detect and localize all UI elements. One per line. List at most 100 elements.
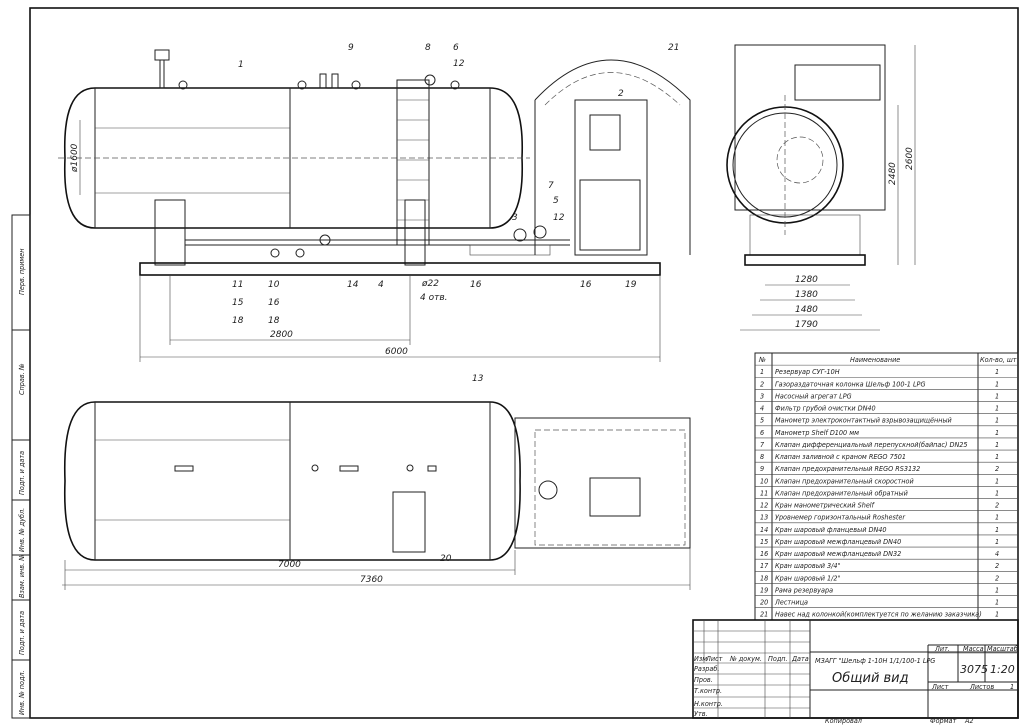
- cell-num: 17: [760, 561, 769, 570]
- base-frame: [139, 262, 661, 276]
- dim-2600: 2600: [905, 147, 915, 170]
- callout: 7: [548, 181, 554, 191]
- cell-num: 5: [760, 416, 764, 425]
- callout: 16: [470, 280, 482, 290]
- cell-name: Уровнемер горизонтальный Roshester: [775, 513, 905, 522]
- sheets-label: Листов: [969, 682, 994, 691]
- cell-num: 12: [760, 501, 768, 510]
- copied-label: Копировал: [825, 716, 862, 725]
- side-canopy: [734, 44, 886, 211]
- cell-name: Кран манометрический Shelf: [775, 501, 876, 510]
- cell-qty: 1: [995, 525, 999, 534]
- cell-num: 7: [760, 440, 765, 449]
- top-view: [63, 401, 691, 561]
- dim-6000: 6000: [385, 347, 408, 357]
- cell-num: 13: [760, 513, 768, 522]
- table-header-name: Наименование: [850, 355, 900, 364]
- dim-diameter: ø1600: [70, 143, 80, 173]
- callout: 8: [425, 43, 431, 53]
- cell-name: Лестница: [774, 598, 808, 607]
- cell-name: Клапан заливной с краном REGO 7501: [775, 452, 906, 461]
- cell-qty: 2: [995, 464, 999, 473]
- cell-num: 18: [760, 573, 768, 582]
- cell-num: 15: [760, 537, 768, 546]
- cell-name: Клапан дифференциальный перепускной(байп…: [775, 440, 968, 449]
- cell-qty: 4: [995, 549, 999, 558]
- cell-qty: 2: [995, 573, 999, 582]
- table-row: 14 Кран шаровый фланцевый DN40 1: [755, 522, 1018, 534]
- tank-top: [63, 401, 521, 561]
- cell-name: Манометр Shelf D100 мм: [775, 428, 859, 437]
- stamp-label: Подп. и дата: [17, 451, 26, 495]
- role-label: Пров.: [694, 675, 713, 684]
- cell-qty: 1: [995, 513, 999, 522]
- table-row: 6 Манометр Shelf D100 мм 1: [755, 425, 1018, 437]
- callout: 11: [232, 280, 243, 290]
- callout: 3: [512, 213, 518, 223]
- dim-1790: 1790: [795, 320, 818, 330]
- stamp-label: Инв. № дубл.: [17, 508, 26, 552]
- cell-num: 3: [760, 391, 764, 400]
- sheets-value: 1: [1010, 682, 1014, 691]
- cell-qty: 1: [995, 585, 999, 594]
- cell-name: Кран шаровый фланцевый DN40: [775, 525, 887, 534]
- col-izm: Изм: [694, 654, 707, 663]
- callout: 16: [268, 298, 280, 308]
- dim-2800: 2800: [270, 330, 293, 340]
- callout: 4: [378, 280, 384, 290]
- dim-1380: 1380: [795, 290, 818, 300]
- callout: 5: [553, 196, 559, 206]
- cell-num: 6: [760, 428, 764, 437]
- cell-name: Навес над колонкой(комплектуется по жела…: [775, 610, 982, 619]
- col-date: Дата: [791, 654, 809, 663]
- cell-qty: 1: [995, 404, 999, 413]
- callout: 19: [625, 280, 637, 290]
- dim-1280: 1280: [795, 275, 818, 285]
- callout: 12: [453, 59, 465, 69]
- callout: 12: [553, 213, 565, 223]
- ladder-top: [392, 491, 426, 553]
- table-header-qty: Кол-во, шт: [980, 355, 1017, 364]
- cell-qty: 2: [995, 561, 999, 570]
- cell-num: 20: [760, 598, 768, 607]
- cell-name: Фильтр грубой очистки DN40: [775, 404, 876, 413]
- callout: 14: [347, 280, 359, 290]
- cell-qty: 1: [995, 428, 999, 437]
- cell-name: Газораздаточная колонка Шельф 100-1 LPG: [775, 379, 925, 388]
- dim-hole: ø22: [421, 279, 439, 289]
- col-doc: № докум.: [729, 654, 762, 663]
- cell-num: 16: [760, 549, 768, 558]
- cell-qty: 1: [995, 391, 999, 400]
- cell-qty: 1: [995, 488, 999, 497]
- cell-num: 10: [760, 476, 768, 485]
- lit-label: Лит.: [934, 644, 950, 653]
- mass-label: Масса: [963, 644, 984, 653]
- cell-name: Клапан предохранительный скоростной: [775, 476, 914, 485]
- cell-name: Кран шаровый межфланцевый DN40: [775, 537, 901, 546]
- role-label: Н.контр.: [694, 699, 723, 708]
- dimensions: [62, 45, 916, 590]
- canopy: [534, 59, 691, 255]
- cell-qty: 1: [995, 379, 999, 388]
- side-view: [726, 44, 886, 266]
- stamp-label: Взам. инв. №: [17, 554, 26, 598]
- cell-qty: 2: [995, 501, 999, 510]
- cell-name: Кран шаровый 1/2": [775, 573, 840, 582]
- cell-num: 4: [760, 404, 764, 413]
- callout: 15: [232, 298, 244, 308]
- col-sign: Подп.: [768, 654, 788, 663]
- scale-value: 1:20: [990, 663, 1015, 676]
- callout: 2: [618, 89, 624, 99]
- callouts: 1 9 8 6 12 21 2 7 5 3 12 11 10 15 16 18 …: [232, 43, 679, 564]
- cell-num: 14: [760, 525, 768, 534]
